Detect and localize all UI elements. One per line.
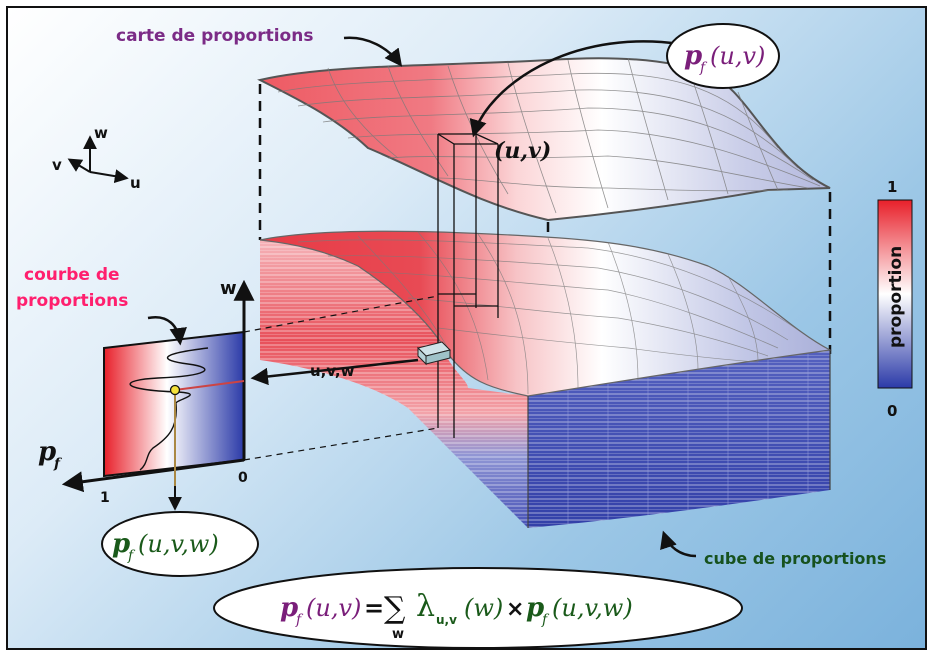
svg-text:p: p	[38, 437, 56, 467]
svg-text:(w): (w)	[464, 594, 503, 622]
formula-curve-bubble: p f (u,v,w)	[101, 511, 259, 577]
diagram-canvas: w u v carte de proportions courbe de pro…	[16, 23, 913, 648]
svg-text:=: =	[364, 594, 384, 622]
svg-text:f: f	[295, 612, 304, 628]
pf-axis-label: p f	[38, 437, 63, 472]
courbe-label-line2: proportions	[16, 291, 128, 311]
pf-uv-arrow	[469, 40, 681, 138]
svg-text:f: f	[541, 612, 550, 628]
proportion-curve-panel	[61, 279, 255, 511]
svg-text:f: f	[699, 60, 708, 76]
carte-label: carte de proportions	[116, 26, 313, 46]
colorbar-max-label: 1	[887, 178, 897, 196]
svg-text:p: p	[526, 593, 544, 623]
uv-point-label: (u,v)	[494, 138, 551, 164]
svg-text:p: p	[684, 41, 702, 71]
curve-one-label: 1	[100, 490, 110, 506]
axis-triad: w u v	[52, 124, 141, 192]
axis-v-label: v	[52, 156, 62, 174]
proportion-map	[257, 57, 831, 222]
svg-text:p: p	[112, 529, 130, 559]
svg-text:w: w	[392, 627, 404, 642]
proportion-cube	[259, 230, 832, 528]
svg-text:(u,v): (u,v)	[306, 594, 361, 622]
diagram-frame: w u v carte de proportions courbe de pro…	[6, 6, 927, 650]
cube-label: cube de proportions	[704, 549, 886, 568]
svg-text:(u,v): (u,v)	[710, 42, 765, 70]
colorbar-min-label: 0	[887, 402, 897, 420]
svg-text:×: ×	[506, 597, 524, 622]
axis-w-label: w	[94, 124, 108, 142]
svg-text:p: p	[280, 593, 298, 623]
curve-zero-label: 0	[238, 470, 248, 486]
uvw-label: u,v,w	[310, 362, 355, 380]
svg-text:f: f	[53, 456, 63, 472]
uvw-arrow	[250, 358, 419, 386]
svg-text:(u,v,w): (u,v,w)	[552, 594, 633, 622]
courbe-label-line1: courbe de	[24, 265, 120, 285]
colorbar-title: proportion	[886, 246, 906, 348]
uv-column	[437, 133, 499, 438]
courbe-arrow	[147, 315, 187, 346]
axis-u-label: u	[130, 174, 141, 192]
svg-text:λ: λ	[416, 589, 435, 624]
carte-arrow	[343, 36, 403, 67]
cube-arrow	[660, 530, 697, 558]
curve-w-axis-label: w	[220, 278, 237, 299]
svg-text:u,v: u,v	[436, 613, 457, 627]
svg-text:∑: ∑	[384, 591, 406, 626]
main-formula-bubble: p f (u,v) = ∑ w λ u,v (w) × p f (u,v,w)	[213, 567, 743, 648]
uvw-cell	[417, 341, 451, 366]
colorbar: 1 0 proportion	[877, 178, 913, 420]
formula-map-bubble: p f (u,v)	[666, 23, 780, 89]
svg-text:f: f	[127, 548, 136, 564]
svg-text:(u,v,w): (u,v,w)	[138, 530, 219, 558]
